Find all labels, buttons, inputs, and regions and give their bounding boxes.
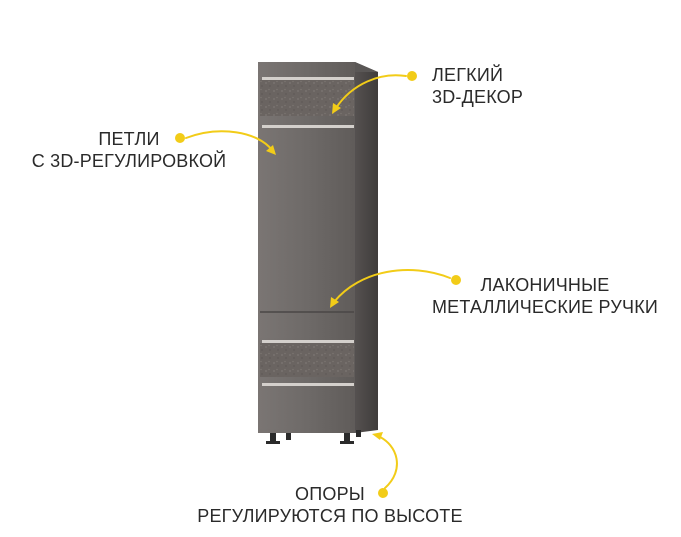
main-door bbox=[260, 130, 354, 310]
hinges-arrowhead-icon bbox=[266, 145, 276, 155]
decor-dot-icon bbox=[407, 71, 417, 81]
decor-arrow-icon bbox=[335, 74, 407, 109]
callout-legs: ОПОРЫ РЕГУЛИРУЮТСЯ ПО ВЫСОТЕ bbox=[150, 483, 510, 527]
tall-cabinet bbox=[258, 62, 378, 444]
legs-arrow-icon bbox=[377, 435, 398, 489]
callout-hinges-line1: ПЕТЛИ bbox=[98, 129, 160, 149]
handles-dot-icon bbox=[451, 275, 461, 285]
hinges-arrow-icon bbox=[185, 130, 273, 151]
trim-strip-4 bbox=[262, 383, 354, 386]
callout-hinges: ПЕТЛИ С 3D-РЕГУЛИРОВКОЙ bbox=[18, 128, 240, 172]
top-decor-panel bbox=[260, 80, 354, 116]
legs-dot-icon bbox=[378, 488, 388, 498]
callout-hinges-line2: С 3D-РЕГУЛИРОВКОЙ bbox=[31, 151, 227, 171]
cabinet-side-panel bbox=[355, 62, 378, 433]
lower-door bbox=[260, 313, 354, 338]
trim-strip-2 bbox=[262, 125, 354, 128]
trim-strip-3 bbox=[262, 340, 354, 343]
callout-legs-line2: РЕГУЛИРУЮТСЯ ПО ВЫСОТЕ bbox=[197, 506, 463, 526]
callout-decor-line1: ЛЕГКИЙ bbox=[432, 65, 504, 85]
handles-arrow-icon bbox=[333, 269, 451, 303]
trim-strip-1 bbox=[262, 77, 354, 80]
callout-decor-line2: 3D-ДЕКОР bbox=[432, 87, 524, 107]
callout-handles-line1: ЛАКОНИЧНЫЕ bbox=[480, 275, 610, 295]
hinges-dot-icon bbox=[175, 133, 185, 143]
callout-decor: ЛЕГКИЙ 3D-ДЕКОР bbox=[432, 64, 523, 108]
bottom-drawer bbox=[260, 387, 354, 429]
legs-arrowhead-icon bbox=[372, 432, 383, 440]
callout-handles: ЛАКОНИЧНЫЕ МЕТАЛЛИЧЕСКИЕ РУЧКИ bbox=[418, 274, 672, 318]
cabinet-legs bbox=[266, 430, 361, 444]
callout-handles-line2: МЕТАЛЛИЧЕСКИЕ РУЧКИ bbox=[431, 297, 659, 317]
decor-arrowhead-icon bbox=[332, 103, 341, 114]
handles-arrowhead-icon bbox=[330, 297, 339, 308]
lower-decor-panel bbox=[260, 343, 354, 377]
callout-legs-line1: ОПОРЫ bbox=[295, 484, 365, 504]
